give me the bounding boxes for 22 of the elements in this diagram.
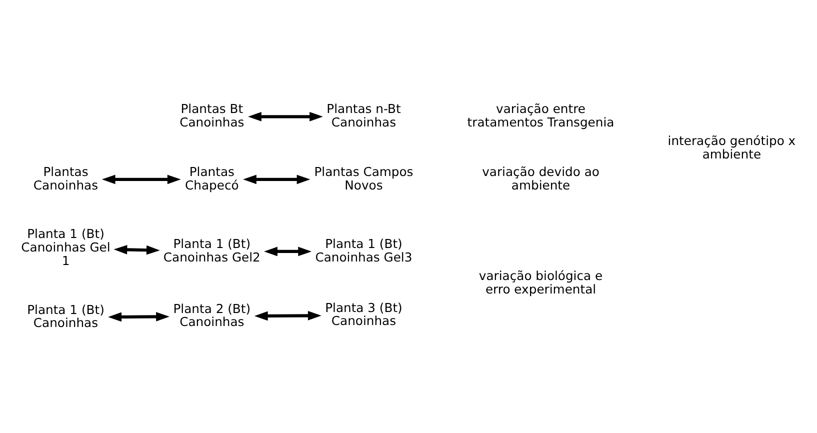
- arrow: [243, 174, 310, 184]
- node-text: Planta 2 (Bt) Canoinhas: [173, 301, 251, 329]
- node-text: Planta 1 (Bt) Canoinhas: [27, 302, 104, 330]
- node-text: Planta 1 (Bt) Canoinhas Gel3: [315, 236, 412, 264]
- node-text: Planta 1 (Bt) Canoinhas Gel 1: [21, 226, 110, 268]
- arrow: [102, 174, 181, 184]
- node-text: Plantas Canoinhas: [33, 164, 98, 192]
- arrow: [248, 111, 323, 121]
- label: variação biológica e erro experimental: [478, 268, 603, 296]
- arrow: [254, 310, 322, 320]
- node-text: Plantas Campos Novos: [314, 164, 414, 192]
- label: variação devido ao ambiente: [482, 164, 600, 192]
- node-text: Planta 3 (Bt) Canoinhas: [325, 300, 402, 328]
- arrow: [114, 244, 160, 254]
- node-text: Planta 1 (Bt) Canoinhas Gel2: [163, 236, 260, 264]
- label: variação entre tratamentos Transgenia: [467, 102, 614, 130]
- arrow: [108, 312, 170, 322]
- node-text: Plantas Bt Canoinhas: [180, 102, 244, 130]
- label: interação genótipo x ambiente: [668, 134, 796, 161]
- node-text: Plantas Chapecó: [185, 164, 239, 192]
- arrow: [264, 246, 312, 256]
- node-text: Plantas n-Bt Canoinhas: [326, 102, 401, 130]
